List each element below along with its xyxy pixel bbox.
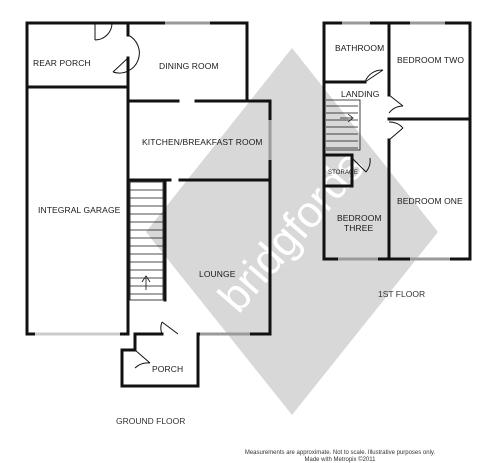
room-label-rear-porch: REAR PORCH [33, 58, 91, 68]
porch-walls [120, 332, 200, 388]
room-label-bedroom-two: BEDROOM TWO [397, 55, 464, 65]
room-label-bedroom-one: BEDROOM ONE [397, 196, 463, 206]
ground-floor-doors [94, 22, 179, 369]
room-label-landing: LANDING [341, 89, 380, 99]
room-label-bedroom-three-line2: THREE [344, 223, 374, 233]
room-label-storage: STORAGE [328, 170, 358, 176]
room-label-lounge: LOUNGE [199, 269, 236, 279]
room-label-kitchen: KITCHEN/BREAKFAST ROOM [142, 137, 263, 147]
landing-stairs-arrow [340, 113, 354, 123]
bedroom-one-door [388, 121, 404, 141]
ground-floor-stairs [129, 181, 164, 301]
room-label-integral-garage: INTEGRAL GARAGE [38, 205, 121, 215]
footer-credit: Made with Metropix ©2011 [304, 456, 376, 463]
watermark-diamond [146, 48, 438, 415]
room-labels: REAR PORCH DINING ROOM KITCHEN/BREAKFAST… [33, 43, 464, 374]
landing-stairs-outline [326, 99, 361, 151]
rear-porch-door [94, 22, 113, 41]
stair-treads [130, 189, 163, 295]
first-floor-stairs [326, 99, 361, 151]
first-floor-outer-walls [322, 21, 472, 261]
porch-door [134, 349, 151, 369]
ground-floor-label: GROUND FLOOR [116, 416, 185, 426]
first-floor-plan [322, 21, 472, 261]
landing-stair-treads [326, 105, 358, 149]
room-label-bedroom-three-line1: BEDROOM [337, 213, 382, 223]
footer-disclaimer: Measurements are approximate. Not to sca… [245, 450, 436, 456]
bedroom-three-door [351, 157, 371, 173]
room-label-porch: PORCH [152, 364, 183, 374]
lounge-front-door [160, 321, 179, 335]
rear-porch-inner-door [112, 34, 140, 74]
room-label-dining-room: DINING ROOM [159, 61, 219, 71]
stairs-outline [129, 181, 164, 301]
stairs-direction-arrow [141, 275, 151, 290]
first-floor-label: 1ST FLOOR [378, 289, 425, 299]
first-floor-doors [351, 69, 404, 173]
bedroom-two-door [388, 94, 404, 114]
watermark: bridgfords [146, 48, 438, 415]
room-label-bathroom: BATHROOM [335, 43, 384, 53]
first-floor-windows [338, 21, 450, 261]
bathroom-door [364, 69, 384, 83]
ground-floor-windows [35, 21, 272, 336]
